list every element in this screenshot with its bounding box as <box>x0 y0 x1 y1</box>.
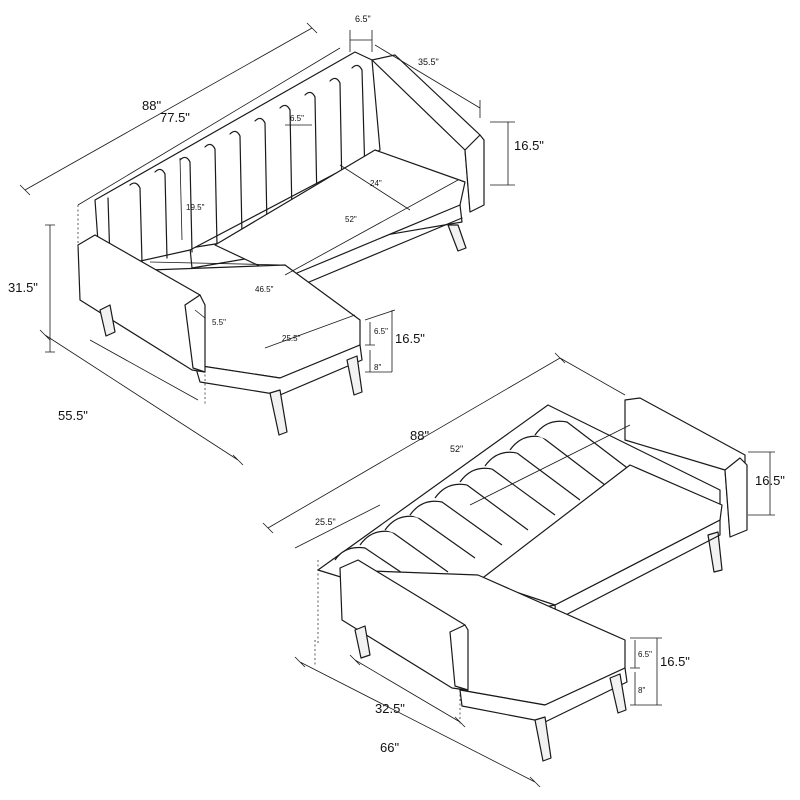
dim-seat-height-label: 16.5" <box>395 331 425 346</box>
leg <box>269 389 288 436</box>
dim-seat-thickness-label: 6.5" <box>374 327 388 336</box>
bed-dim-arm-height-label: 16.5" <box>755 473 785 488</box>
bed-dim-overall-width-label: 88" <box>410 428 429 443</box>
dim-back-width-label: 77.5" <box>160 110 190 125</box>
dim-chaise-width-label: 25.5" <box>282 334 301 343</box>
chaise-base <box>194 344 363 396</box>
dim-overall-width-label: 88" <box>142 98 161 113</box>
bed-dim-leg-height-label: 8" <box>638 686 645 695</box>
dim-seat-width-label: 52" <box>345 215 357 224</box>
top-dimensions: 88" 77.5" 6.5" 35.5" 6.5" 16.5" 24" 19.5… <box>8 14 544 466</box>
dim-back-height-label: 19.5" <box>186 203 205 212</box>
dim-seat-depth-label: 24" <box>370 179 382 188</box>
bed-right-arm-front <box>724 457 748 538</box>
dim-chaise-cushion-label: 5.5" <box>212 318 226 327</box>
dim-leg-height-label: 8" <box>374 363 381 372</box>
dim-overall-height-label: 31.5" <box>8 280 38 295</box>
bed-dim-seat-thickness-label: 6.5" <box>638 650 652 659</box>
leg <box>99 304 116 337</box>
right-arm-front <box>464 134 485 213</box>
dim-depth-label: 35.5" <box>418 57 439 67</box>
leg <box>354 625 371 659</box>
bed-dim-bed-width-label: 52" <box>450 444 463 454</box>
dim-arm-width-label: 6.5" <box>355 14 371 24</box>
sectional-sofa-upright <box>77 51 485 436</box>
dim-chaise-length-label: 46.5" <box>255 285 274 294</box>
bed-channels <box>334 420 631 586</box>
bed-dim-chaise-width-label: 25.5" <box>315 517 336 527</box>
bed-dimensions: 88" 52" 25.5" 16.5" 6.5" 16.5" 8" 32.5" … <box>262 352 785 788</box>
bed-seat <box>479 464 723 606</box>
bed-chaise-base <box>459 667 628 723</box>
sectional-sofa-bed <box>317 397 748 762</box>
leg <box>609 673 627 714</box>
bed-dim-total-length-label: 66" <box>380 740 399 755</box>
dim-arm-height-label: 16.5" <box>514 138 544 153</box>
bed-left-arm-front <box>449 624 469 691</box>
leg <box>534 716 552 762</box>
dim-channel-width-label: 6.5" <box>290 114 304 123</box>
back-channels <box>107 64 366 263</box>
leg <box>346 355 363 396</box>
bed-dim-seat-height-label: 16.5" <box>660 654 690 669</box>
dim-chaise-total-depth-label: 55.5" <box>58 408 88 423</box>
leg <box>447 224 467 252</box>
leg <box>707 531 723 573</box>
